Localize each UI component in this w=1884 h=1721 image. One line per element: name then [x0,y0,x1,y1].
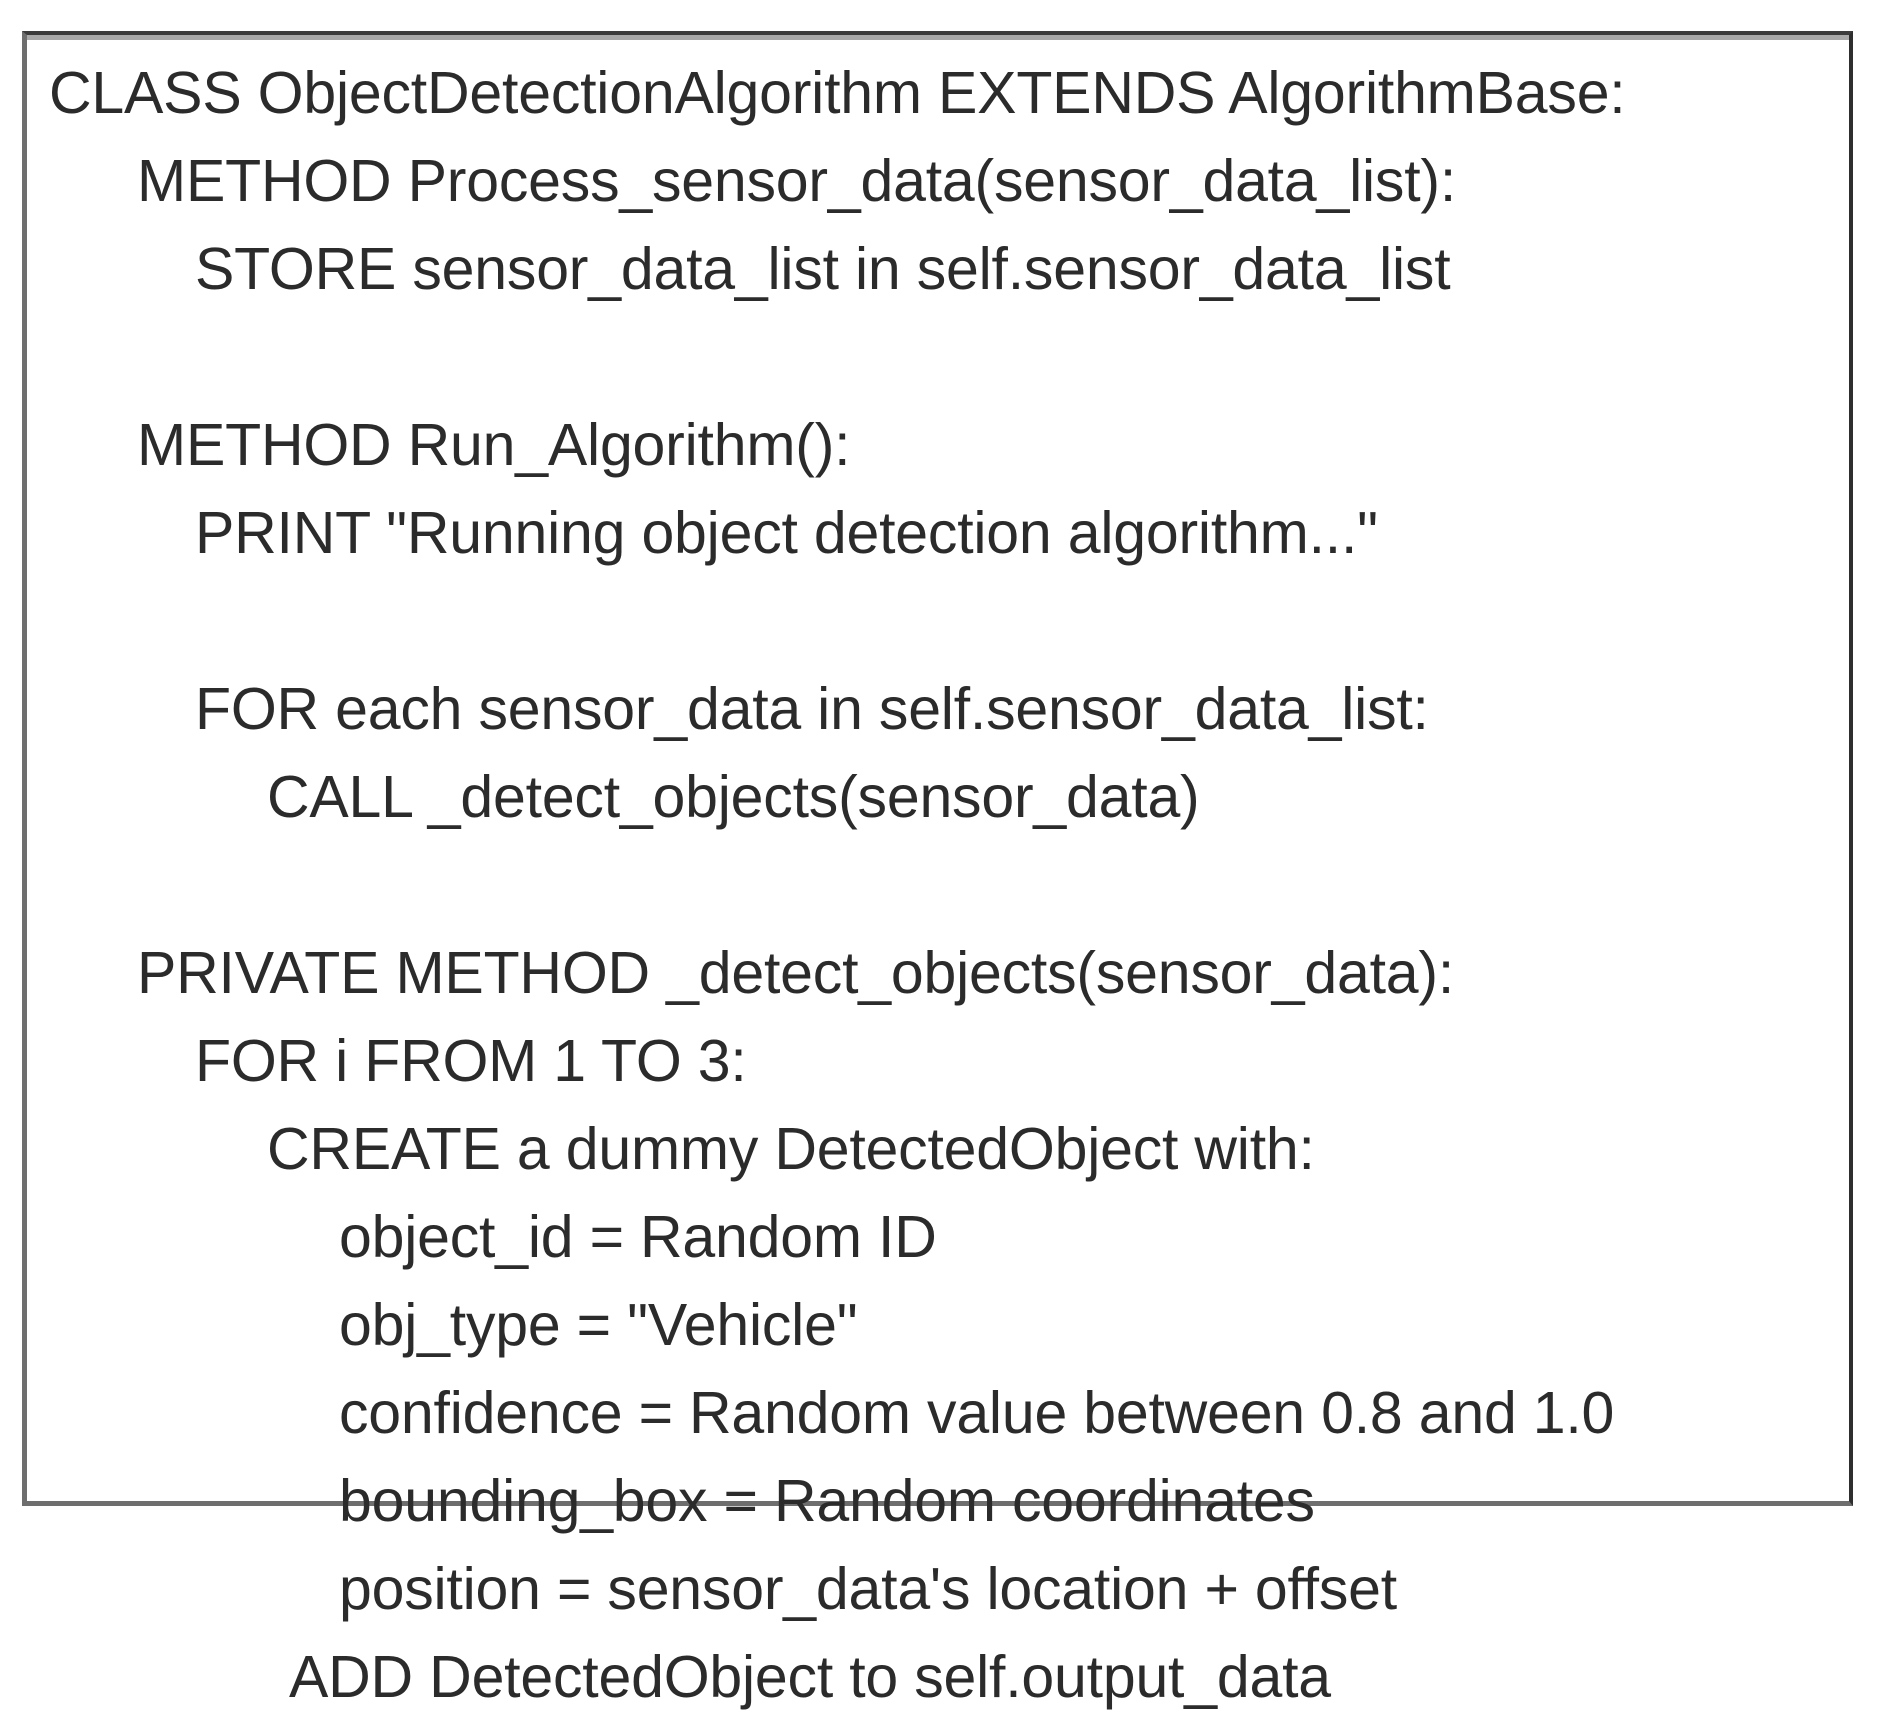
code-line: STORE sensor_data_list in self.sensor_da… [195,236,1451,302]
code-line: METHOD Process_sensor_data(sensor_data_l… [137,148,1457,214]
code-line-blank [49,313,1839,401]
code-line-blank [49,577,1839,665]
code-line: METHOD Run_Algorithm(): [137,412,851,478]
code-line: FOR i FROM 1 TO 3: [195,1028,747,1094]
code-line-blank [49,841,1839,929]
pseudocode-frame: CLASS ObjectDetectionAlgorithm EXTENDS A… [22,31,1853,1710]
code-line: CREATE a dummy DetectedObject with: [267,1116,1315,1182]
code-line: position = sensor_data's location + offs… [339,1556,1397,1622]
code-line: CLASS ObjectDetectionAlgorithm EXTENDS A… [49,60,1626,126]
code-line: obj_type = "Vehicle" [339,1292,858,1358]
code-line: CALL _detect_objects(sensor_data) [267,764,1200,830]
code-line: ADD DetectedObject to self.output_data [289,1644,1331,1710]
code-line: confidence = Random value between 0.8 an… [339,1380,1615,1446]
pseudocode-block: CLASS ObjectDetectionAlgorithm EXTENDS A… [27,35,1849,1710]
code-line: bounding_box = Random coordinates [339,1468,1315,1534]
code-line: PRINT "Running object detection algorith… [195,500,1378,566]
code-line: object_id = Random ID [339,1204,937,1270]
code-line: PRIVATE METHOD _detect_objects(sensor_da… [137,940,1455,1006]
code-line: FOR each sensor_data in self.sensor_data… [195,676,1429,742]
